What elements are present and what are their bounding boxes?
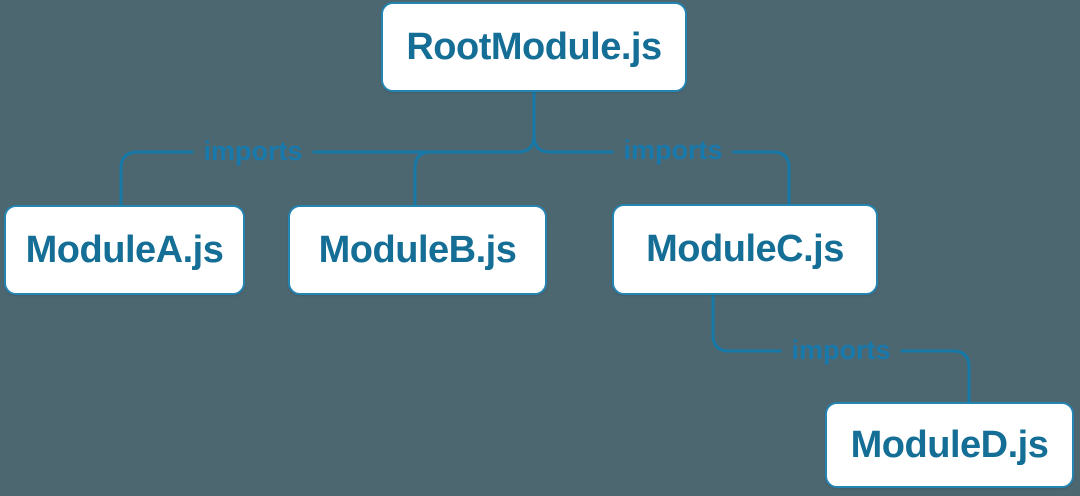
edge-root-to-moduleA bbox=[119, 92, 536, 205]
node-moduleB: ModuleB.js bbox=[288, 205, 547, 295]
node-rootmodule-label: RootModule.js bbox=[406, 25, 662, 68]
edge-label-imports-left: imports bbox=[193, 136, 313, 167]
node-moduleC: ModuleC.js bbox=[612, 204, 878, 295]
node-moduleC-label: ModuleC.js bbox=[646, 228, 844, 270]
edge-root-to-moduleC bbox=[532, 135, 791, 204]
edge-label-imports-bottom: imports bbox=[781, 335, 901, 366]
node-moduleB-label: ModuleB.js bbox=[318, 228, 517, 271]
edge-label-imports-right: imports bbox=[613, 135, 733, 166]
node-moduleD-label: ModuleD.js bbox=[850, 423, 1049, 466]
node-moduleD: ModuleD.js bbox=[825, 402, 1074, 488]
node-rootmodule: RootModule.js bbox=[381, 2, 687, 92]
edge-root-to-moduleB bbox=[413, 150, 480, 205]
node-moduleA-label: ModuleA.js bbox=[25, 228, 224, 271]
node-moduleA: ModuleA.js bbox=[4, 205, 245, 295]
